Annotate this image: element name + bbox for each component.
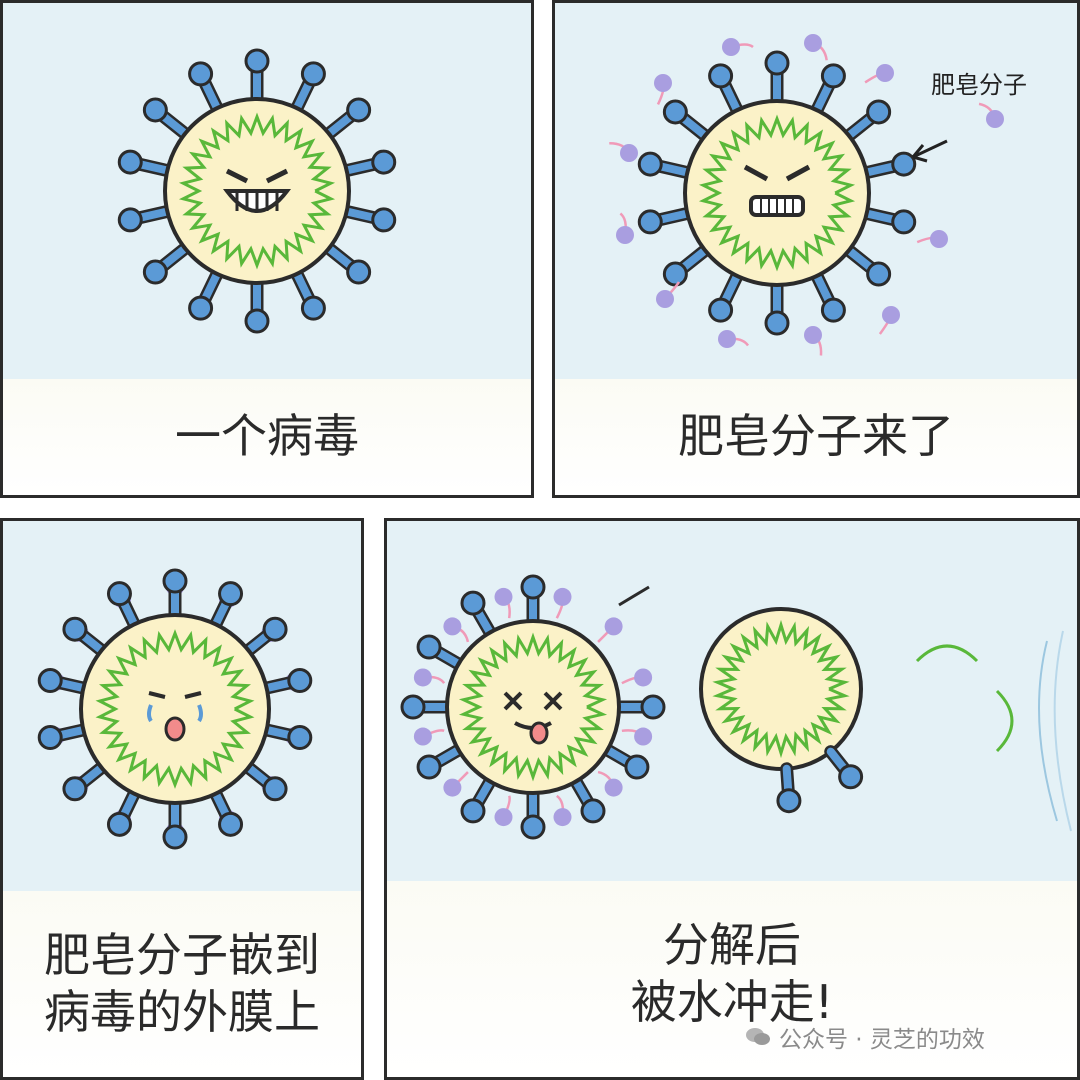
comic-panel-1: 一个病毒 xyxy=(0,0,534,498)
panel-3-art xyxy=(3,521,361,891)
caption-line: 一个病毒 xyxy=(175,409,359,464)
panel-2-art: 肥皂分子 xyxy=(555,3,1077,379)
panel-4-caption: 分解后 被水冲走! xyxy=(387,881,1077,1077)
caption-line: 肥皂分子来了 xyxy=(678,409,954,464)
watermark: 公众号 · 灵芝的功效 xyxy=(745,1020,985,1054)
soap-molecule-label: 肥皂分子 xyxy=(931,71,1027,99)
virus-illustration xyxy=(117,48,397,334)
panel-1-caption: 一个病毒 xyxy=(3,379,531,495)
caption-line: 肥皂分子嵌到 xyxy=(44,927,320,982)
panel-4-art xyxy=(387,521,1077,891)
virus-with-soap-illustration xyxy=(609,34,1004,356)
virus-breaking-apart-illustration xyxy=(400,574,1072,840)
caption-line: 病毒的外膜上 xyxy=(44,985,320,1039)
panel-2-caption: 肥皂分子来了 xyxy=(555,379,1077,495)
panel-1-art xyxy=(3,3,531,379)
arrow-icon xyxy=(912,139,948,159)
virus-embedded-soap-illustration xyxy=(37,568,313,850)
comic-panel-2: 肥皂分子 肥皂分子来了 xyxy=(552,0,1080,498)
comic-panel-4: 分解后 被水冲走! xyxy=(384,518,1080,1080)
caption-line: 分解后 xyxy=(663,917,801,972)
watermark-text: 公众号 · 灵芝的功效 xyxy=(779,1027,985,1053)
panel-3-caption: 肥皂分子嵌到 病毒的外膜上 xyxy=(3,891,361,1077)
comic-panel-3: 肥皂分子嵌到 病毒的外膜上 xyxy=(0,518,364,1080)
wechat-icon xyxy=(745,1026,771,1048)
caption-line: 被水冲走! xyxy=(630,975,834,1029)
